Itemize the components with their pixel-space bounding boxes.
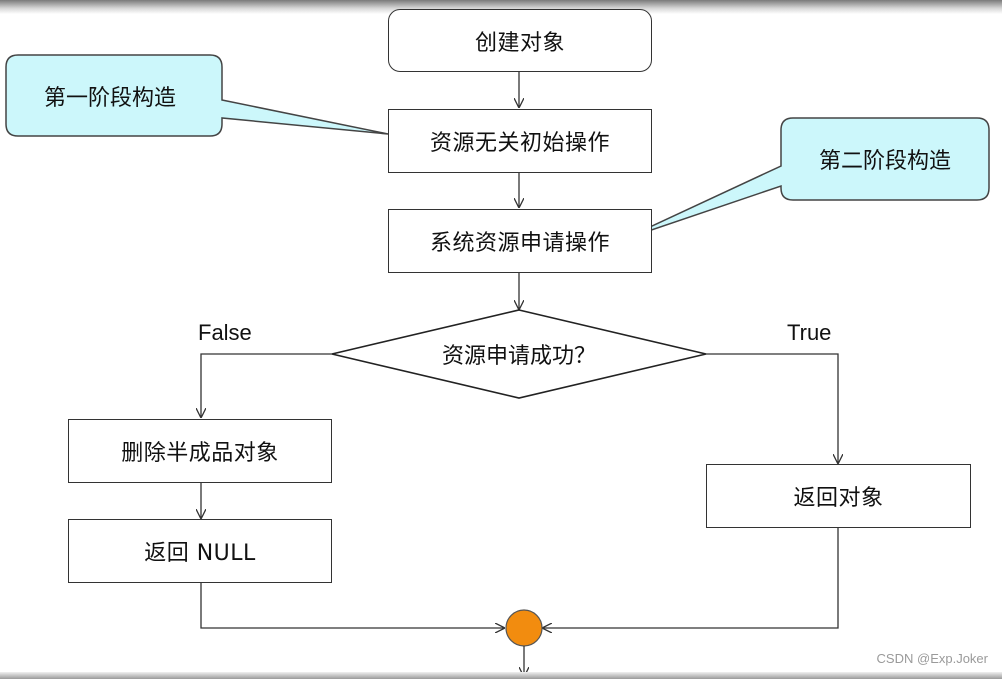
merge-node <box>505 609 543 647</box>
node-return-object: 返回对象 <box>706 464 971 528</box>
arrow-null-to-merge <box>200 583 504 628</box>
callout-phase2-shape <box>621 117 990 241</box>
node-decision-label: 资源申请成功？ <box>441 344 596 369</box>
node-system-resource-request: 系统资源申请操作 <box>388 209 652 273</box>
node-resource-free-init: 资源无关初始操作 <box>388 109 652 173</box>
arrow-return-to-merge <box>543 528 839 628</box>
window-bottom-shadow <box>0 672 1002 679</box>
node-create-object: 创建对象 <box>388 9 652 72</box>
arrow-true-branch <box>706 353 838 463</box>
branch-true-label: True <box>787 320 832 345</box>
branch-false-label: False <box>198 320 252 345</box>
node-return-null: 返回 NULL <box>68 519 332 583</box>
arrow-false-branch <box>201 353 332 417</box>
decision-diamond <box>331 309 707 399</box>
callout-phase1-shape <box>5 54 389 137</box>
window-top-shadow <box>0 0 1002 14</box>
watermark: CSDN @Exp.Joker <box>876 651 988 666</box>
node-delete-half-object: 删除半成品对象 <box>68 419 332 483</box>
callout-phase2-label: 第二阶段构造 <box>818 149 951 174</box>
callout-phase1-label: 第一阶段构造 <box>43 86 176 111</box>
